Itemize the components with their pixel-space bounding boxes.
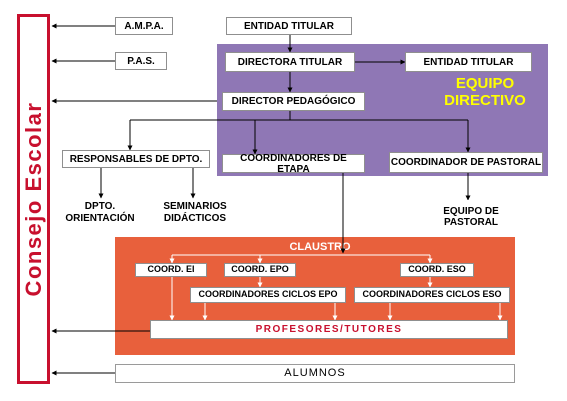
directora-titular-box: DIRECTORA TITULAR	[225, 52, 355, 72]
coord-ciclos-eso-box: COORDINADORES CICLOS ESO	[354, 287, 510, 303]
entidad-titular-2-box: ENTIDAD TITULAR	[405, 52, 532, 72]
equipo-pastoral-box: EQUIPO DE PASTORAL	[428, 200, 514, 233]
entidad-titular-box: ENTIDAD TITULAR	[226, 17, 352, 35]
consejo-escolar-box: Consejo Escolar	[17, 14, 50, 384]
claustro-title: CLAUSTRO	[289, 241, 351, 253]
equipo-directivo-title: EQUIPO DIRECTIVO	[444, 75, 526, 109]
profesores-tutores-label: PROFESORES/TUTORES	[255, 324, 403, 335]
coordinadores-etapa-box: COORDINADORES DE ETAPA	[222, 153, 365, 175]
ampa-box: A.M.P.A.	[115, 17, 173, 35]
coord-eso-box: COORD. ESO	[400, 263, 474, 277]
responsables-dpto-box: RESPONSABLES DE DPTO.	[62, 150, 210, 168]
coord-ei-box: COORD. EI	[135, 263, 207, 277]
director-pedagogico-box: DIRECTOR PEDAGÓGICO	[222, 92, 365, 111]
dpto-orientacion-label: DPTO. ORIENTACIÓN	[65, 201, 135, 224]
coordinador-pastoral-box: COORDINADOR DE PASTORAL	[389, 152, 543, 173]
pas-box: P.A.S.	[115, 52, 167, 70]
alumnos-box: ALUMNOS	[115, 364, 515, 383]
coord-ciclos-epo-box: COORDINADORES CICLOS EPO	[190, 287, 346, 303]
seminarios-didacticos-label: SEMINARIOS DIDÁCTICOS	[163, 201, 227, 224]
coord-epo-box: COORD. EPO	[224, 263, 296, 277]
profesores-tutores-box: PROFESORES/TUTORES	[150, 320, 508, 339]
